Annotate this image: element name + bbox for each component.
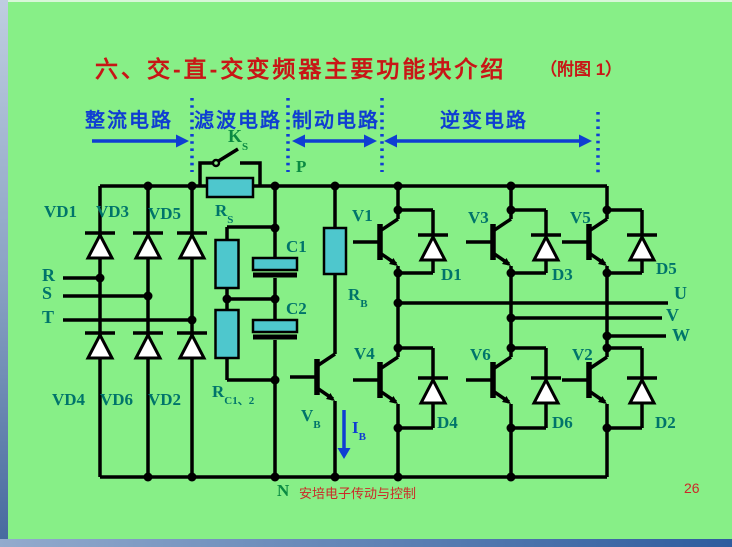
slide-edge-left [0,0,8,547]
label-vd6: VD6 [100,390,134,409]
inverter-diode-d4 [416,376,450,405]
label-rs: RS [215,201,234,227]
label-bus-n: N [277,481,290,500]
section-label-rectifier: 整流电路 [85,110,173,132]
label-vd5: VD5 [148,204,182,223]
slide-edge-top [0,0,732,2]
slide-edge-bottom [0,539,732,547]
page-title: 六、交-直-交变频器主要功能块介绍 [95,56,507,82]
label-d6: D6 [552,413,573,432]
label-input-s: S [42,283,53,303]
resistor-rb [322,226,348,276]
capacitor-c1 [251,256,299,278]
label-vd1: VD1 [44,202,78,221]
label-d4: D4 [437,413,458,432]
ib-current-arrow [337,410,351,459]
label-d3: D3 [552,265,573,284]
label-v3: V3 [468,208,489,227]
inverter-diode-d6 [529,376,563,405]
label-input-t: T [42,307,55,327]
label-vd3: VD3 [96,202,130,221]
resistor-rc1 [214,238,240,290]
rectifier-diode-vd1 [83,231,117,260]
rectifier-diode-vd3 [131,231,165,260]
rectifier-diode-vd5 [175,231,209,260]
label-rc12: RC1、2 [212,382,255,408]
resistor-rc2 [214,308,240,360]
label-ib: IB [352,418,366,444]
label-d5: D5 [656,259,677,278]
transistor-v1 [353,219,398,266]
inverter-diode-d5 [625,233,659,262]
transistor-vb [290,354,335,401]
rectifier-diode-vd6 [131,331,165,360]
transistor-v6 [466,357,511,404]
section-label-brake: 制动电路 [292,110,380,132]
section-label-filter: 滤波电路 [194,110,282,132]
label-d1: D1 [441,265,462,284]
label-input-r: R [42,265,55,285]
label-output-v: V [666,305,679,325]
inverter-diode-d1 [416,233,450,262]
transistor-v2 [562,357,607,404]
label-vd4: VD4 [52,390,86,409]
resistor-rs [205,176,255,199]
label-output-u: U [674,283,687,303]
label-vd2: VD2 [148,390,182,409]
junction-dots [95,181,612,482]
transistor-v4 [353,357,398,404]
label-v2: V2 [572,345,593,364]
page-number: 26 [684,480,700,496]
label-c1: C1 [286,237,307,256]
inverter-diode-d3 [529,233,563,262]
label-ks: KS [228,126,249,153]
label-rb: RB [348,285,368,311]
label-output-w: W [672,325,690,345]
capacitor-c2 [251,318,299,340]
label-v5: V5 [570,208,591,227]
label-bus-p: P [296,157,307,176]
label-d2: D2 [655,413,676,432]
ks-switch-pivot [211,158,221,168]
rectifier-diode-vd2 [175,331,209,360]
label-v1: V1 [352,206,373,225]
section-label-inverter: 逆变电路 [440,110,528,132]
section-divider-dotted-lines [190,98,600,176]
label-vb: VB [301,406,321,432]
label-c2: C2 [286,299,307,318]
inverter-diode-d2 [625,376,659,405]
rectifier-diode-vd4 [83,331,117,360]
label-v6: V6 [470,345,491,364]
label-v4: V4 [354,344,375,363]
footer-text: 安培电子传动与控制 [299,486,417,501]
title-note: （附图 1） [540,60,623,79]
section-range-arrows [92,134,592,148]
